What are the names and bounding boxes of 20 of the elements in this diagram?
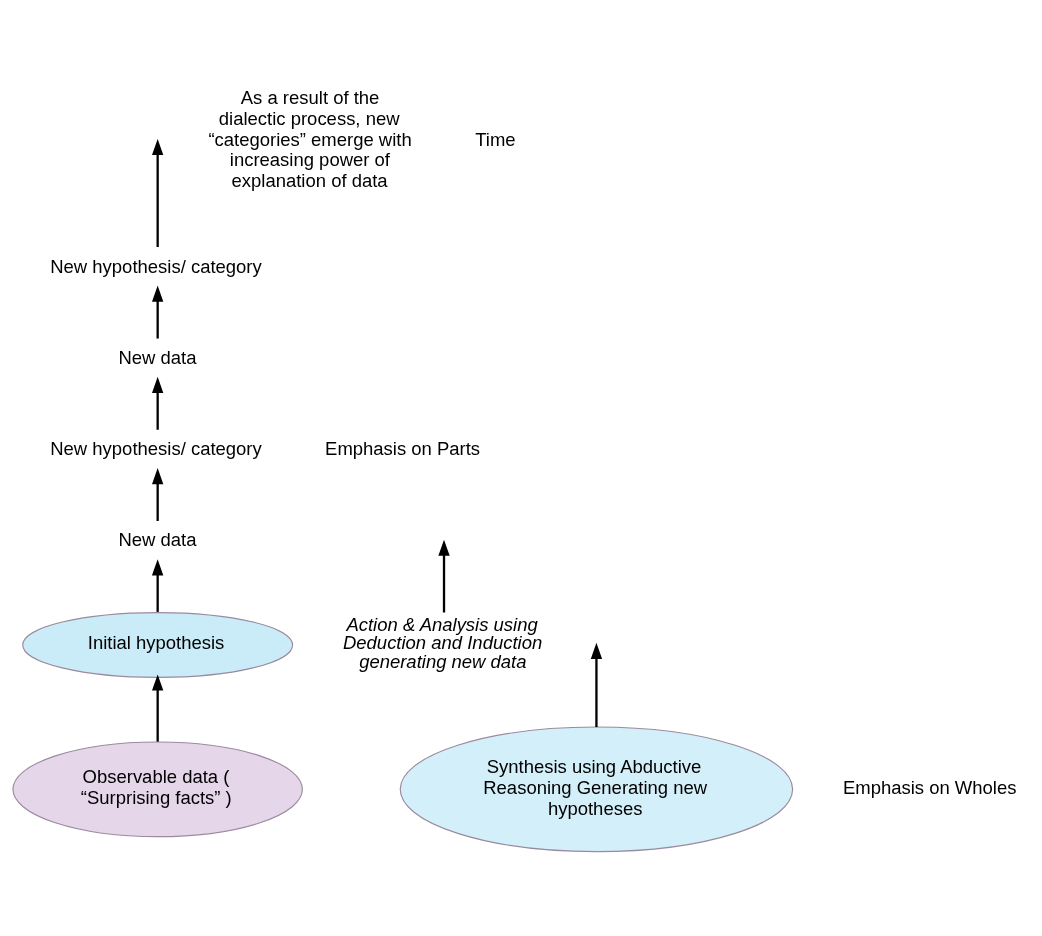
arrow [152,674,164,742]
node-text: Action & Analysis using Deduction and Induction generating new data [342,613,543,672]
node-text: New data [118,346,197,368]
arrow [152,468,164,521]
node-ellipse: Observable data ( “Surprising facts” ) [12,741,303,838]
label: Time [475,128,516,150]
arrow [152,376,164,430]
node-text: New hypothesis/ category [50,438,262,460]
arrow [590,642,603,728]
arrow [152,285,164,339]
arrow [152,559,164,612]
node-text: New hypothesis/ category [50,255,262,277]
arrow [438,539,450,613]
label: As a result of the dialectic process, new “categories” emerge with increasing power of explanation of data [208,87,412,192]
node-text: New data [118,529,197,551]
node-ellipse: Synthesis using Abductive Reasoning Generating new hypotheses [399,726,794,853]
node-ellipse: Initial hypothesis [22,612,294,678]
arrow [152,138,164,247]
label: Emphasis on Wholes [842,776,1017,798]
label: Emphasis on Parts [325,438,481,460]
